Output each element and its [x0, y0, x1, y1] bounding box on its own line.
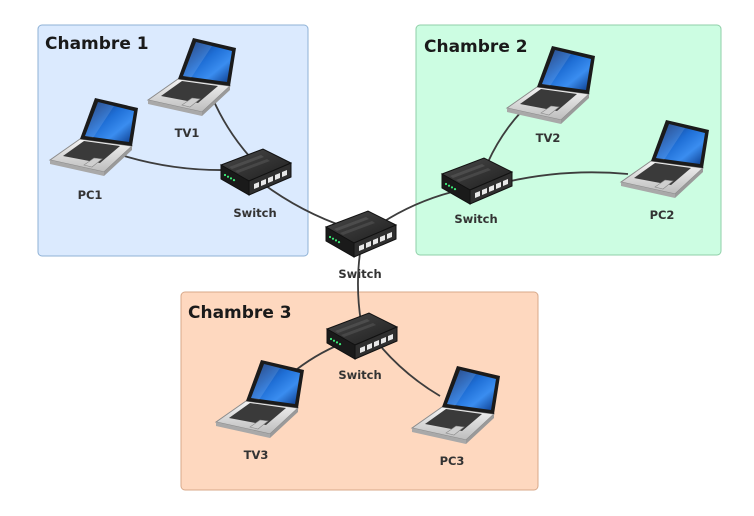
node-label-tv1: TV1 [175, 126, 200, 140]
room3-box [180, 291, 539, 491]
link-tv2-sw2 [487, 111, 522, 163]
room3-title: Chambre 3 [188, 303, 292, 323]
node-label-sw3: Switch [338, 368, 381, 382]
room1-title: Chambre 1 [45, 34, 149, 54]
node-label-pc3: PC3 [440, 454, 465, 468]
link-pc2-sw2 [505, 171, 629, 183]
node-label-pc2: PC2 [650, 208, 675, 222]
node-pc3: PC3 [411, 365, 501, 468]
network-switch-icon [325, 210, 397, 258]
rooms-layer: Chambre 1 Chambre 2 Chambre 3 [37, 24, 722, 491]
node-label-pc1: PC1 [78, 188, 103, 202]
node-label-core: Switch [338, 267, 381, 281]
node-tv1: TV1 [147, 37, 237, 140]
link-pc1-sw1 [120, 154, 229, 171]
node-pc2: PC2 [620, 119, 710, 222]
node-label-tv3: TV3 [244, 448, 269, 462]
link-sw3-pc3 [381, 347, 441, 397]
node-core: Switch [325, 210, 397, 281]
node-label-tv2: TV2 [536, 131, 561, 145]
node-label-sw2: Switch [454, 212, 497, 226]
node-label-sw1: Switch [233, 206, 276, 220]
room1-box [37, 24, 309, 257]
room2-title: Chambre 2 [424, 37, 528, 57]
node-tv2: TV2 [506, 45, 596, 145]
node-pc1: PC1 [49, 97, 139, 202]
node-tv3: TV3 [215, 359, 305, 462]
room2-box [415, 24, 722, 256]
node-sw1: Switch [220, 148, 292, 220]
node-sw2: Switch [441, 157, 513, 226]
node-sw3: Switch [326, 312, 398, 382]
